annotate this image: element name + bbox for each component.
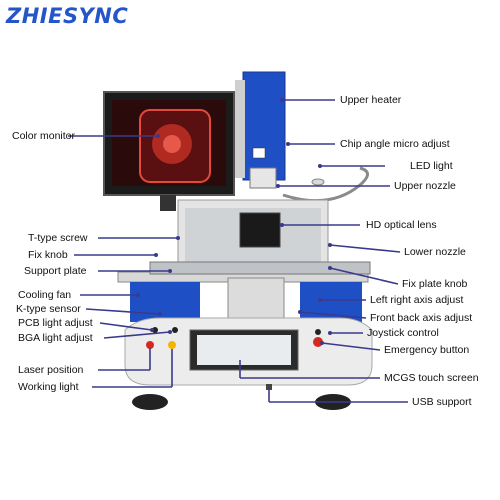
- label-front-back-axis: Front back axis adjust: [370, 312, 473, 324]
- label-laser-position: Laser position: [18, 364, 84, 376]
- label-support-plate: Support plate: [24, 265, 87, 277]
- label-t-type-screw: T-type screw: [28, 232, 88, 244]
- label-emergency: Emergency button: [384, 344, 470, 356]
- label-chip-angle: Chip angle micro adjust: [340, 138, 450, 150]
- label-joystick: Joystick control: [367, 327, 439, 339]
- label-k-type-sensor: K-type sensor: [16, 303, 81, 315]
- label-led-light: LED light: [410, 160, 453, 172]
- label-mcgs-touch: MCGS touch screen: [384, 372, 479, 384]
- label-pcb-light: PCB light adjust: [18, 317, 93, 329]
- label-usb-support: USB support: [412, 396, 472, 408]
- label-left-right-axis: Left right axis adjust: [370, 294, 464, 306]
- label-hd-optical-lens: HD optical lens: [366, 219, 437, 231]
- label-upper-nozzle: Upper nozzle: [394, 180, 456, 192]
- label-working-light: Working light: [18, 381, 79, 393]
- label-fix-plate-knob: Fix plate knob: [402, 278, 468, 290]
- brand-logo: ZHIESYNC: [6, 4, 129, 28]
- upper-heater: [235, 71, 286, 189]
- label-color-monitor: Color monitor: [12, 130, 76, 142]
- label-upper-heater: Upper heater: [340, 94, 402, 106]
- color-monitor: [103, 91, 235, 211]
- mcgs-touch-screen: [189, 329, 299, 371]
- label-bga-light: BGA light adjust: [18, 332, 93, 344]
- label-cooling-fan: Cooling fan: [18, 289, 72, 301]
- label-lower-nozzle: Lower nozzle: [404, 246, 466, 258]
- leader-lines: [68, 99, 408, 403]
- label-fix-knob: Fix knob: [28, 249, 68, 261]
